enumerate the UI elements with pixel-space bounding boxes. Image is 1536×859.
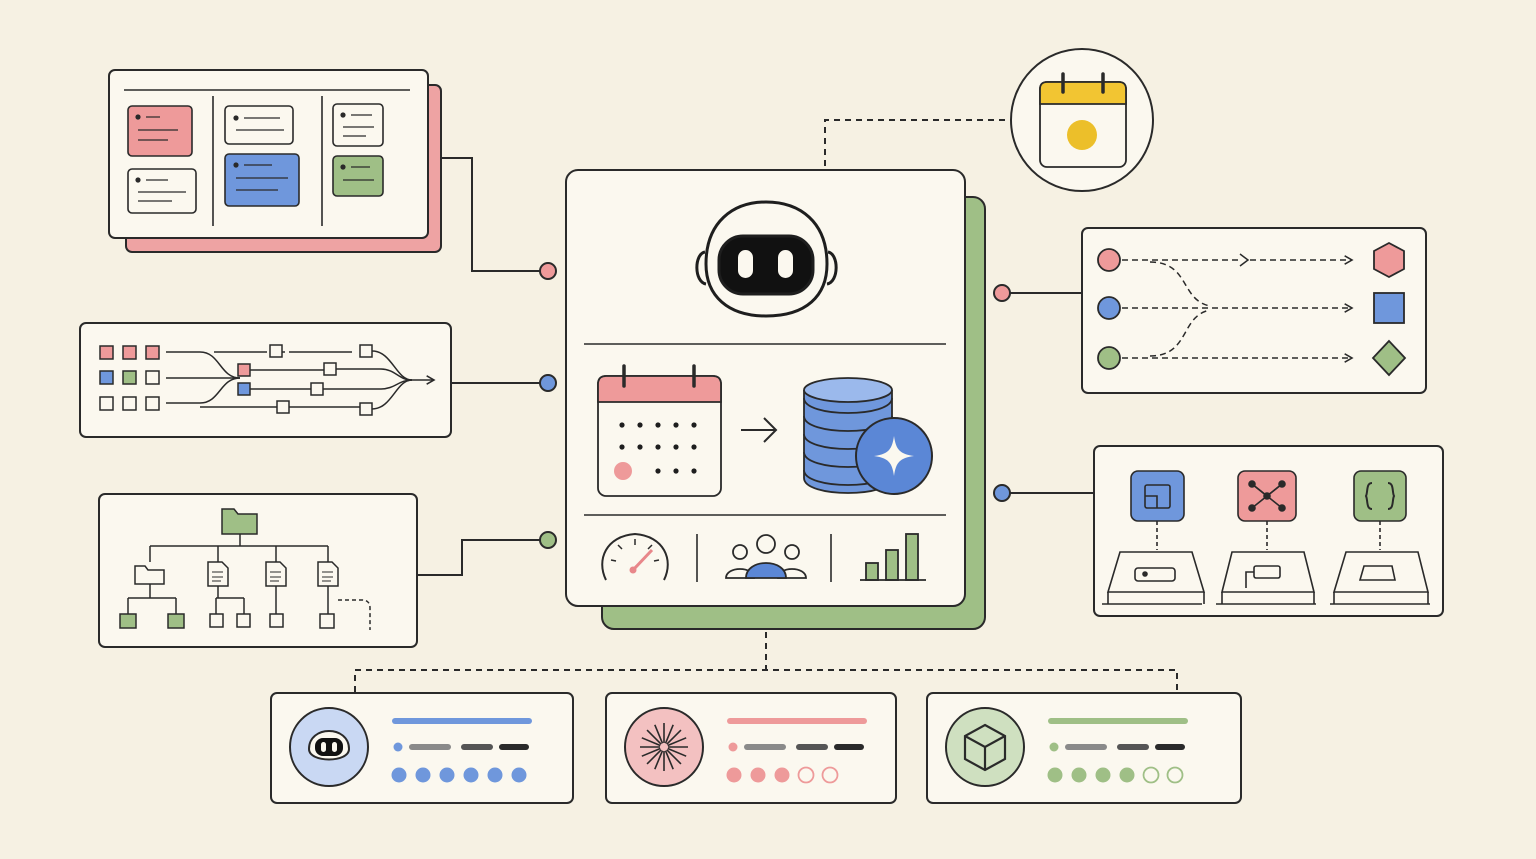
rating-dot-filled (439, 767, 455, 783)
connector-dots (539, 262, 1011, 549)
rating-dot-filled (726, 767, 742, 783)
route-target-diamond (1371, 339, 1407, 377)
connector-tree (418, 539, 548, 576)
card-meta-line (499, 744, 529, 750)
card-meta-line (461, 744, 493, 750)
status-card-red (605, 692, 897, 804)
card-meta-line (744, 744, 786, 750)
card-title-bar (727, 718, 867, 724)
route-source-red (1097, 248, 1121, 272)
calendar-icon (1039, 72, 1127, 168)
card-meta-line (796, 744, 828, 750)
route-source-blue (1097, 296, 1121, 320)
routing-panel (1081, 227, 1427, 394)
arrow-right-icon (741, 417, 778, 443)
route-source-green (1097, 346, 1121, 370)
card-meta-line (1065, 744, 1107, 750)
pipeline-flow-icon (99, 344, 436, 416)
connector-dot-red (539, 262, 557, 280)
route-target-hexagon (1373, 241, 1405, 279)
gauge-icon (601, 532, 669, 581)
rating-dot-empty (797, 766, 815, 784)
connectors (354, 119, 1178, 692)
card-meta-line (1117, 744, 1149, 750)
rating-dot-filled (774, 767, 790, 783)
card-title-bar (392, 718, 532, 724)
kanban-board-panel (108, 69, 442, 253)
route-target-square (1373, 292, 1405, 324)
card-title-bar (1048, 718, 1188, 724)
rating-dot-filled (750, 767, 766, 783)
rating-dot-empty (821, 766, 839, 784)
code-braces-icon (1353, 470, 1407, 522)
rating-dot-filled (1095, 767, 1111, 783)
rating-dot-filled (415, 767, 431, 783)
rating-dot-empty (1166, 766, 1184, 784)
card-meta-line (1155, 744, 1185, 750)
card-meta-dot (1049, 742, 1059, 752)
card-meta-dot (728, 742, 738, 752)
rating-dot-filled (391, 767, 407, 783)
bottom-cards (270, 692, 1242, 804)
team-icon (725, 534, 807, 579)
folder-tree-panel (98, 493, 418, 648)
route-arrow-top (1239, 253, 1250, 267)
kanban-board-icon (124, 89, 410, 226)
card-meta-dot (393, 742, 403, 752)
burst-icon (624, 707, 704, 787)
connector-calendar (824, 119, 1010, 166)
calendar-badge (1010, 48, 1154, 192)
connector-dot-green (539, 531, 557, 549)
connector-dot-blue-right (993, 484, 1011, 502)
robot-icon (289, 707, 369, 787)
connector-dot-blue (539, 374, 557, 392)
robot-icon (695, 200, 838, 318)
rating-dot-filled (1119, 767, 1135, 783)
card-meta-line (409, 744, 451, 750)
status-card-green (926, 692, 1242, 804)
rating-dot-filled (511, 767, 527, 783)
tool-window (1102, 470, 1206, 605)
rating-dot-empty (1142, 766, 1160, 784)
rating-dot-filled (487, 767, 503, 783)
sparkle-icon (855, 417, 933, 495)
central-agent-panel (565, 169, 986, 630)
pipeline-panel (79, 322, 452, 438)
connector-bottom (354, 632, 1178, 692)
tool-network (1216, 470, 1316, 605)
connector-kanban (428, 157, 548, 272)
rating-dot-filled (1047, 767, 1063, 783)
rating-dot-filled (1071, 767, 1087, 783)
tools-panel (1093, 445, 1444, 617)
rating-dot-filled (463, 767, 479, 783)
card-meta-line (834, 744, 864, 750)
tool-code (1330, 470, 1430, 605)
folder-tree-icon (119, 508, 371, 630)
status-card-blue (270, 692, 574, 804)
bar-chart-icon (860, 533, 926, 581)
cube-icon (945, 707, 1025, 787)
calendar-icon (597, 364, 722, 497)
routing-flow-icon (1122, 255, 1354, 363)
connector-dot-red-right (993, 284, 1011, 302)
